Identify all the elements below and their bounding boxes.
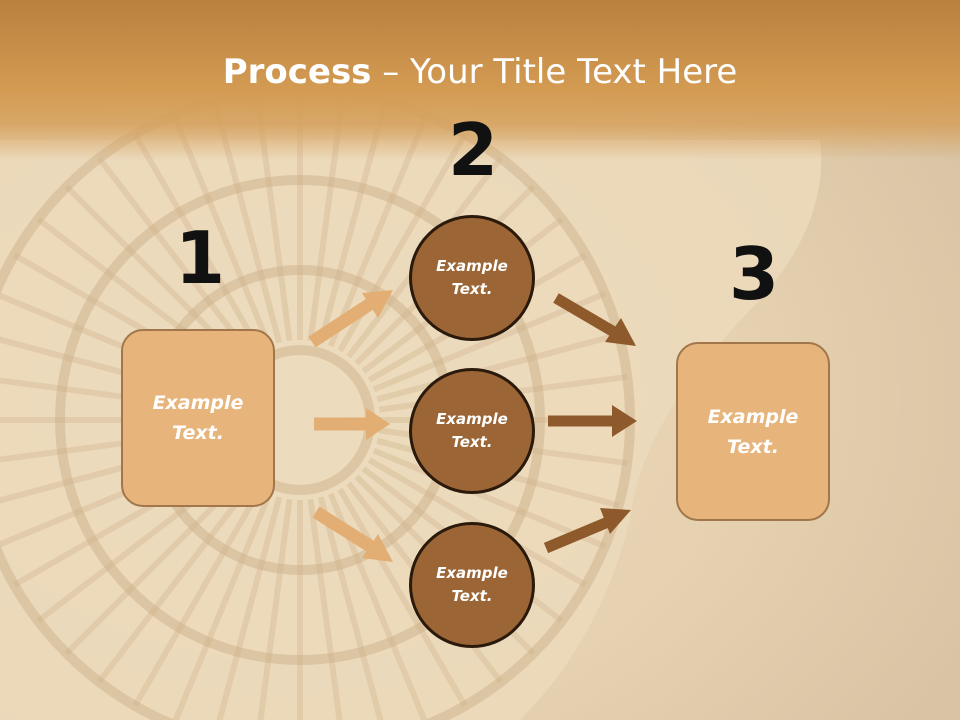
step-2-number: 2 — [447, 108, 499, 192]
circle-middle-text: Example Text. — [436, 410, 508, 451]
step-2-circle-middle: Example Text. — [409, 368, 535, 494]
arrow-to-top-circle — [308, 290, 393, 348]
slide-title: Process – Your Title Text Here — [0, 52, 960, 92]
arrow-from-bottom-circle — [543, 508, 631, 554]
step-1-number: 1 — [174, 216, 226, 300]
fossil-rib — [307, 498, 343, 720]
step-3-text: Example Text. — [707, 405, 799, 458]
fossil-rib — [376, 331, 620, 403]
arrow-to-bottom-circle — [312, 506, 393, 562]
fossil-rib — [96, 156, 254, 359]
arrow-to-middle-circle — [314, 408, 390, 440]
fossil-rib — [172, 492, 273, 720]
step-1-text: Example Text. — [152, 392, 244, 444]
title-bold: Process — [222, 52, 372, 92]
fossil-rib — [96, 481, 254, 684]
fossil-rib — [132, 132, 263, 353]
step-3-number: 3 — [728, 232, 780, 316]
fossil-rib — [317, 496, 384, 720]
title-rest: – Your Title Text Here — [371, 52, 738, 92]
fossil-rib — [216, 496, 283, 720]
step-1-box: Example Text. — [121, 329, 275, 507]
step-2-circle-bottom: Example Text. — [409, 522, 535, 648]
step-3-box: Example Text. — [676, 342, 830, 521]
arrow-from-top-circle — [553, 293, 636, 346]
fossil-rib — [372, 447, 607, 550]
arrow-from-middle-circle — [548, 405, 637, 437]
fossil-rib — [132, 487, 263, 708]
step-2-circle-top: Example Text. — [409, 215, 535, 341]
title-bar — [0, 0, 960, 160]
circle-bottom-text: Example Text. — [436, 564, 508, 605]
fossil-rib — [337, 487, 468, 708]
circle-top-text: Example Text. — [436, 257, 508, 298]
fossil-rib — [257, 498, 293, 720]
